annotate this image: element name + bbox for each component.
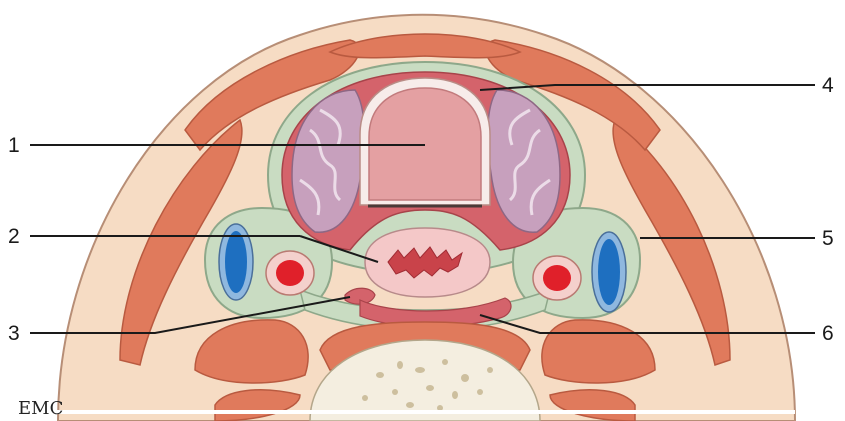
left-carotid-artery-lumen <box>276 260 304 286</box>
callout-label-6: 6 <box>822 322 834 345</box>
callout-label-3: 3 <box>8 322 20 345</box>
callout-label-5: 5 <box>822 227 834 250</box>
callout-label-2: 2 <box>8 225 20 248</box>
right-carotid-artery-lumen <box>543 265 571 291</box>
left-jugular-vein-lumen <box>225 231 247 293</box>
callout-label-4: 4 <box>822 74 834 97</box>
right-jugular-vein-lumen <box>598 239 620 305</box>
emc-logo: EMC <box>18 398 63 419</box>
callout-label-1: 1 <box>8 134 20 157</box>
